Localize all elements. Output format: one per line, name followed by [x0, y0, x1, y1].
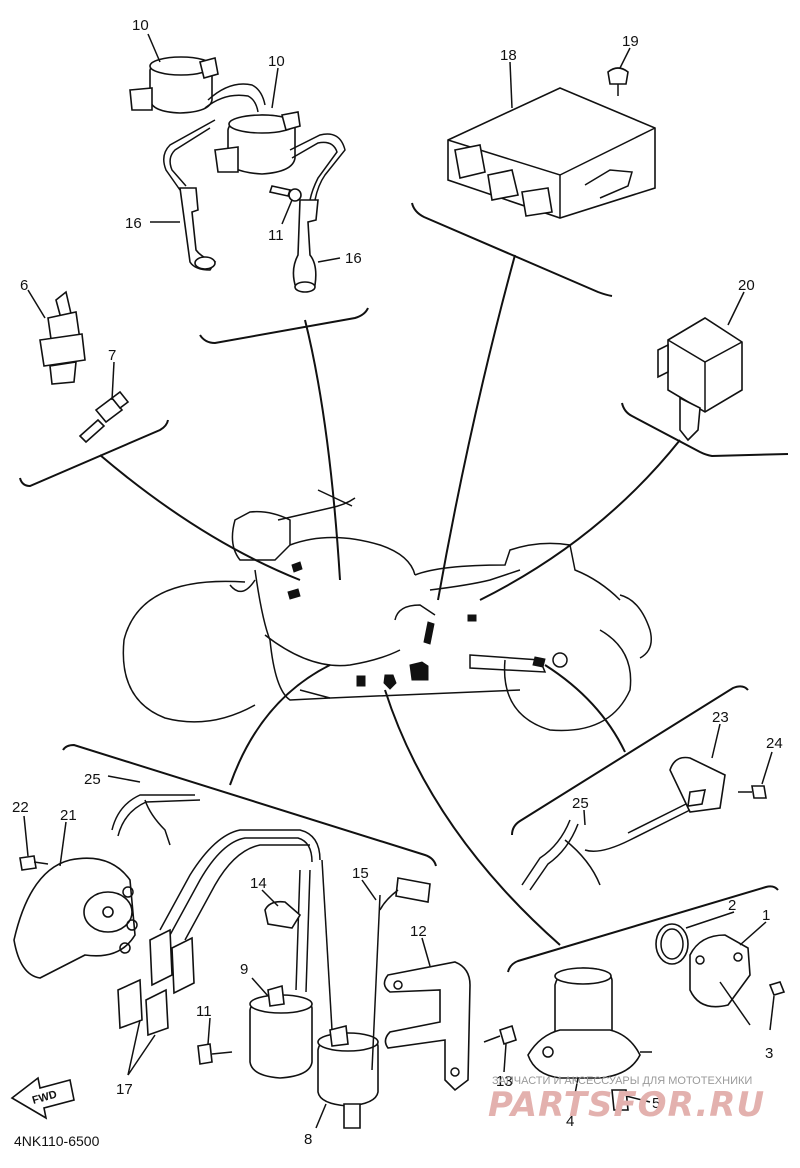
bolt-13 [483, 1024, 517, 1046]
label-13: 13 [496, 1073, 513, 1090]
connector-15 [379, 877, 431, 911]
label-5: 5 [652, 1095, 660, 1112]
diagram-code: 4NK110-6500 [14, 1133, 100, 1149]
watermark-brand: PARTSFOR.RU [488, 1085, 765, 1125]
bracket-ignition-coils [199, 307, 369, 345]
horn-bolt [19, 855, 49, 871]
label-10-left: 10 [132, 17, 149, 34]
label-2: 2 [728, 897, 736, 914]
watermark: ЗАПЧАСТИ И АКСЕССУАРЫ ДЛЯ МОТОТЕХНИКИ PA… [488, 1075, 765, 1125]
label-6: 6 [20, 277, 28, 294]
bracket-speed-sensor [511, 685, 749, 836]
ignition-coil-left [129, 56, 266, 191]
coil-bolt [268, 185, 302, 202]
label-8: 8 [304, 1131, 312, 1148]
bracket-horn-coil [62, 743, 437, 867]
label-16-left: 16 [125, 215, 142, 232]
label-16-right: 16 [345, 250, 362, 267]
callout-lines [23, 33, 775, 1129]
relay-unit [657, 317, 743, 442]
speed-sensor-bolt [738, 785, 767, 799]
label-20: 20 [738, 277, 755, 294]
leader-coils [304, 319, 341, 581]
temperature-sensor [39, 290, 86, 385]
label-18: 18 [500, 47, 517, 64]
label-24: 24 [766, 735, 783, 752]
bolt-11-lower [197, 1043, 233, 1065]
label-17: 17 [116, 1081, 133, 1098]
label-12: 12 [410, 923, 427, 940]
bracket-sensors-left [19, 419, 169, 488]
cable-clamp [264, 900, 302, 929]
horn-unit [13, 857, 138, 979]
label-25-left: 25 [84, 771, 101, 788]
label-9: 9 [240, 961, 248, 978]
part-labels: 10 10 16 11 16 18 19 20 6 7 25 22 21 23 … [12, 17, 783, 1148]
o-ring [655, 923, 689, 965]
label-14: 14 [250, 875, 267, 892]
leader-speed [544, 664, 626, 753]
plug-cord-set [117, 829, 321, 1037]
ecu-screw [607, 67, 629, 96]
label-19: 19 [622, 33, 639, 50]
ecu-unit [447, 87, 656, 219]
bracket-ecu [411, 202, 613, 297]
label-22: 22 [12, 799, 29, 816]
bracket-fuel-sender [507, 885, 779, 973]
label-1: 1 [762, 907, 770, 924]
leader-horn [229, 664, 331, 786]
speed-sensor [584, 756, 726, 852]
bracket-relay [621, 402, 789, 458]
label-7: 7 [108, 347, 116, 364]
motorcycle-outline [122, 489, 652, 732]
ignition-coil-9 [249, 984, 313, 1079]
sender-plate [689, 934, 751, 1026]
label-3: 3 [765, 1045, 773, 1062]
wire-harness-lower [521, 819, 601, 891]
fwd-arrow: FWD [10, 1076, 75, 1120]
ignition-coil-8 [317, 1025, 379, 1129]
label-25-right: 25 [572, 795, 589, 812]
label-11-upper: 11 [268, 227, 284, 244]
spark-plug [78, 390, 130, 444]
sender-screw [768, 981, 786, 996]
label-11-lower: 11 [196, 1003, 212, 1020]
spark-plug-cap-right [292, 199, 319, 293]
fuel-sender [527, 967, 652, 1079]
label-4: 4 [566, 1113, 574, 1130]
sender-drain-bolt [611, 1089, 629, 1111]
label-21: 21 [60, 807, 77, 824]
label-23: 23 [712, 709, 729, 726]
wire-harness-upper [111, 794, 201, 846]
leader-ecu [437, 254, 516, 601]
label-10-right: 10 [268, 53, 285, 70]
ignition-coil-right [214, 111, 346, 201]
watermark-caption: ЗАПЧАСТИ И АКСЕССУАРЫ ДЛЯ МОТОТЕХНИКИ [492, 1075, 752, 1087]
leader-fuel [384, 689, 561, 946]
leader-relay [479, 439, 681, 601]
label-15: 15 [352, 865, 369, 882]
leader-sensors [99, 454, 301, 581]
coil-bracket [383, 961, 471, 1092]
spark-plug-cap-left [179, 187, 217, 271]
coil-wires-lower [295, 859, 381, 1071]
